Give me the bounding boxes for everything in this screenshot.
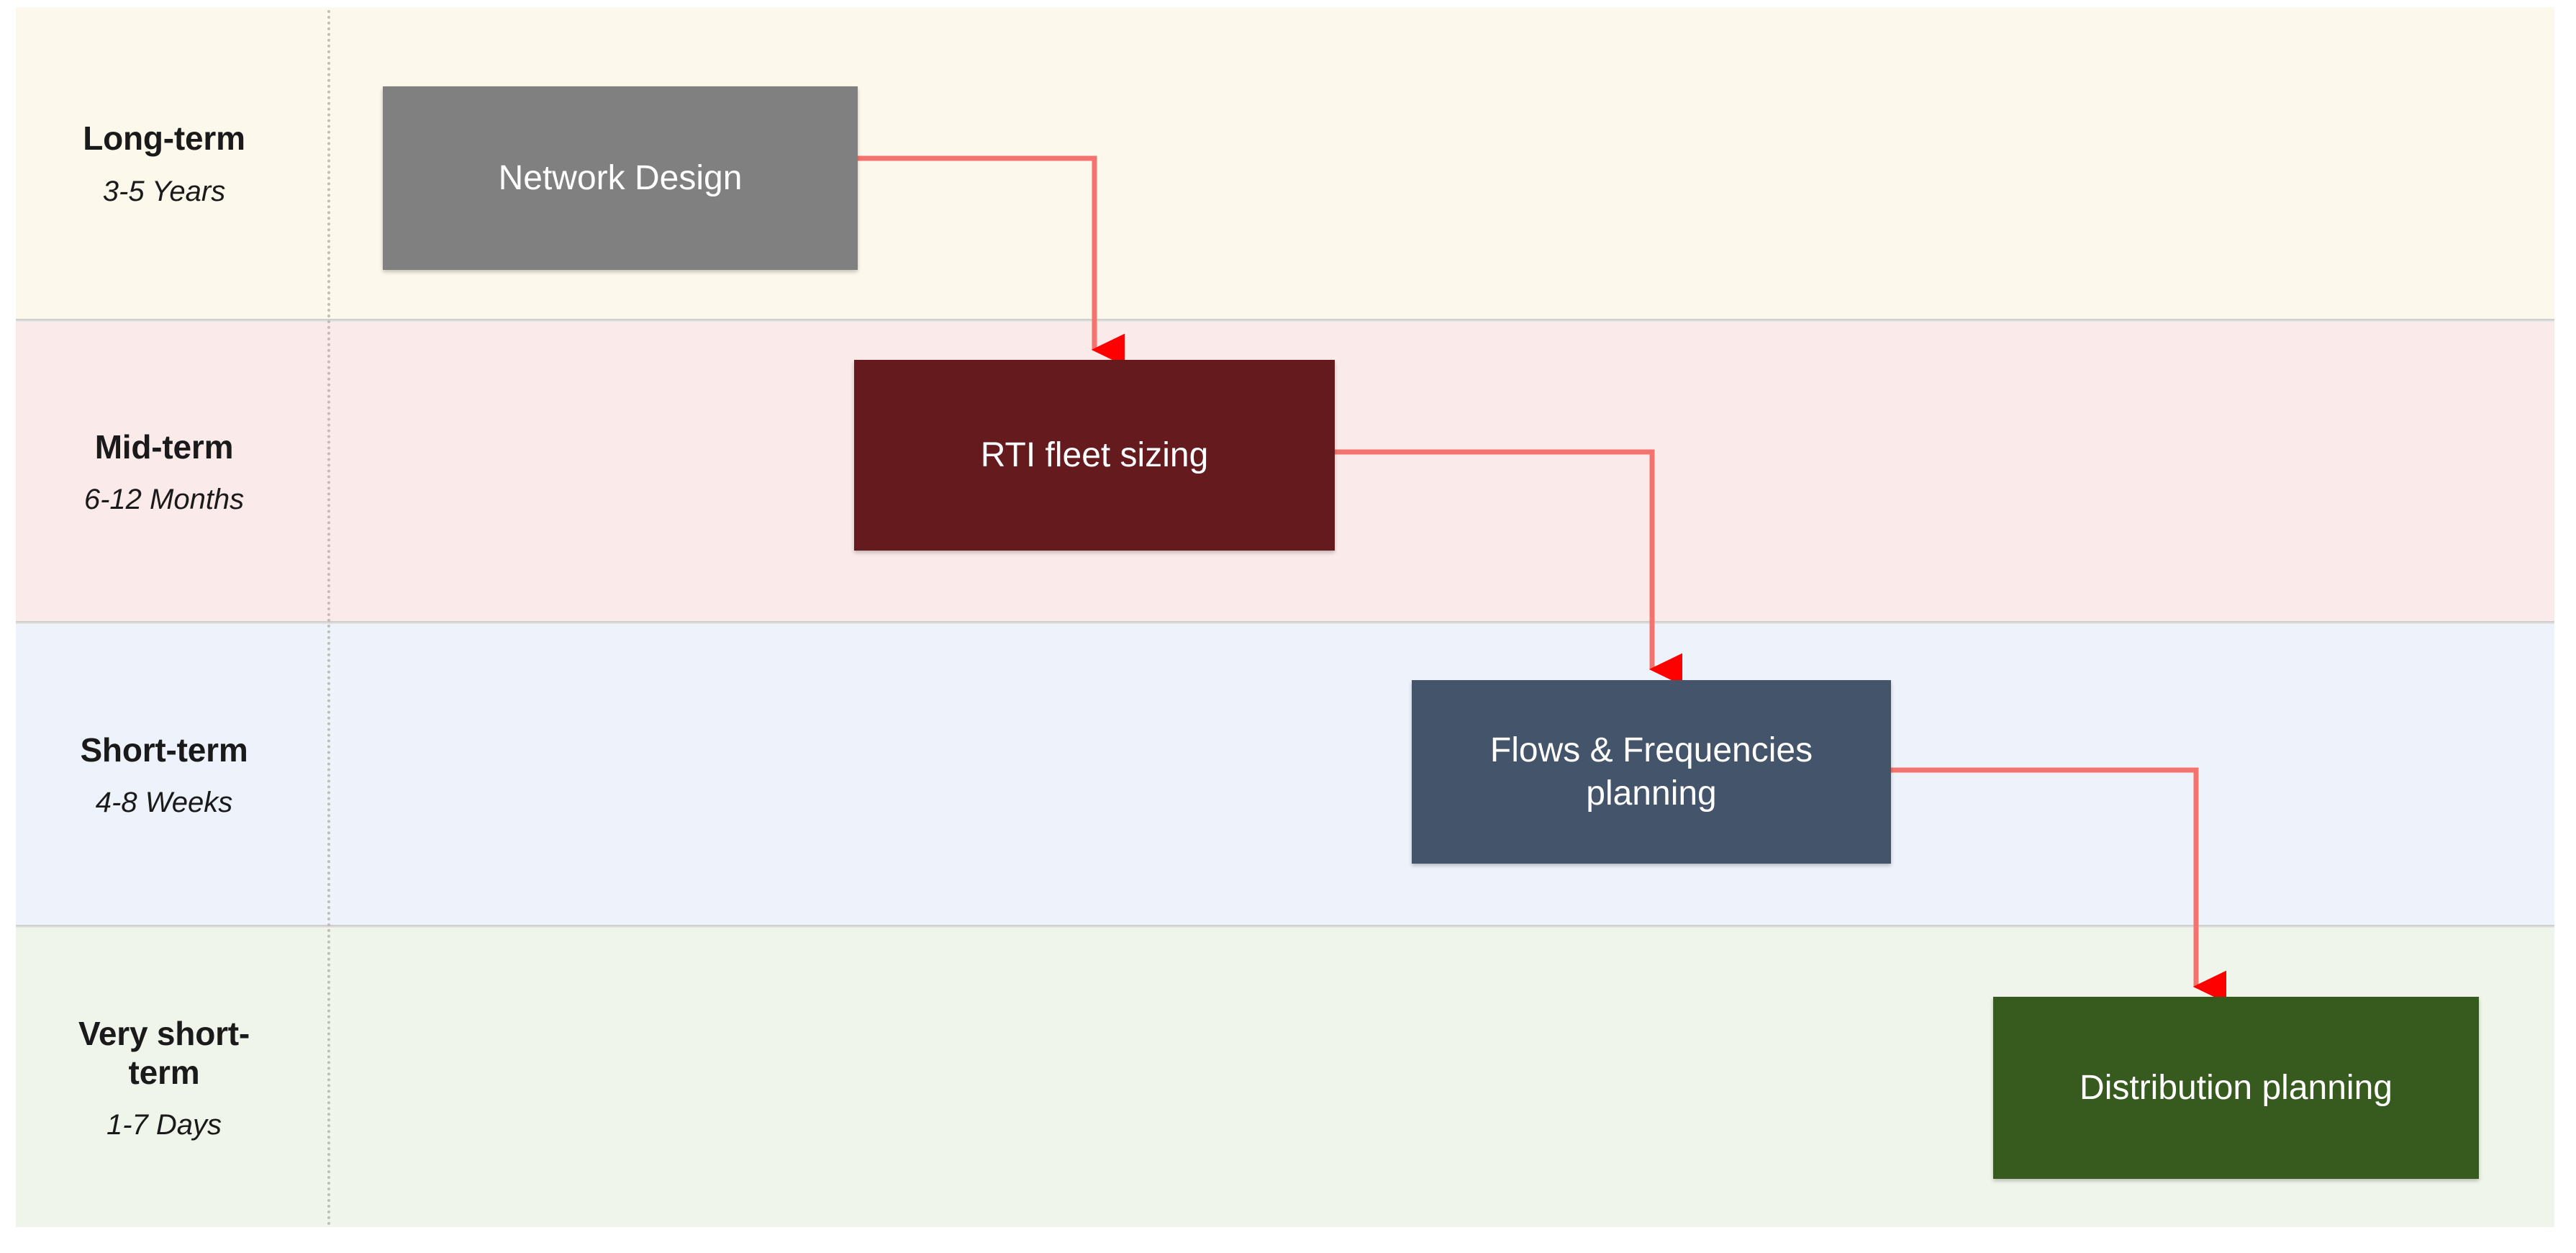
node-label-network-design: Network Design <box>498 158 743 197</box>
node-flows-frequencies-planning[interactable]: Flows & Frequencies planning <box>1412 680 1891 864</box>
row-term-mid-term: Mid-term <box>94 428 234 466</box>
band-short-term <box>16 624 2554 925</box>
row-horizon-short-term: 4-8 Weeks <box>95 787 233 819</box>
row-horizon-long-term: 3-5 Years <box>102 175 226 207</box>
node-label-distribution-planning: Distribution planning <box>2080 1068 2393 1107</box>
band-separator-1 <box>16 319 2554 322</box>
vertical-dotted-divider <box>327 10 330 1226</box>
node-label-rti-fleet-sizing: RTI fleet sizing <box>980 435 1209 474</box>
row-term-short-term: Short-term <box>80 730 248 769</box>
node-network-design[interactable]: Network Design <box>383 86 858 270</box>
row-label-very-short-term: Very short- term 1-7 Days <box>16 928 312 1227</box>
node-rti-fleet-sizing[interactable]: RTI fleet sizing <box>854 360 1335 551</box>
row-horizon-mid-term: 6-12 Months <box>83 484 245 516</box>
band-fill-short-term <box>16 624 2554 925</box>
row-label-mid-term: Mid-term 6-12 Months <box>16 322 312 621</box>
row-label-long-term: Long-term 3-5 Years <box>16 7 312 319</box>
row-term-long-term: Long-term <box>83 119 245 158</box>
row-label-short-term: Short-term 4-8 Weeks <box>16 624 312 925</box>
band-separator-3 <box>16 925 2554 928</box>
node-label-flows-frequencies-planning: Flows & Frequencies planning <box>1489 730 1813 813</box>
row-term-very-short-term: Very short- term <box>78 1014 250 1091</box>
band-separator-2 <box>16 621 2554 624</box>
row-horizon-very-short-term: 1-7 Days <box>106 1109 222 1141</box>
node-distribution-planning[interactable]: Distribution planning <box>1993 997 2479 1179</box>
